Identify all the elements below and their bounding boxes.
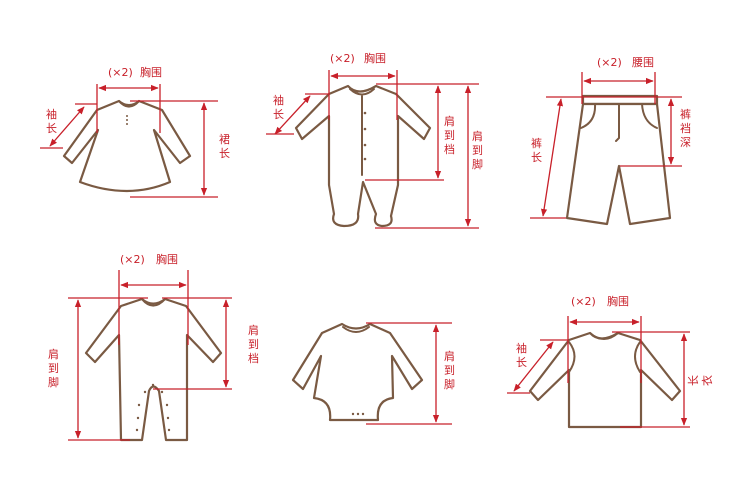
top-measurements bbox=[507, 316, 690, 428]
pants-length-label-1: 裤 bbox=[531, 136, 542, 150]
jumpsuit-chest-prefix: (×2) bbox=[120, 253, 145, 266]
top-figure bbox=[528, 331, 682, 429]
pants-rise-label-2: 裆 bbox=[680, 122, 691, 135]
jumpsuit-crotch-label-1: 肩 bbox=[248, 323, 259, 337]
top-chest-label: 胸围 bbox=[607, 294, 629, 308]
bodysuit-figure bbox=[291, 322, 424, 422]
pants-length-label-2: 长 bbox=[531, 151, 542, 164]
romper-crotch-label-3: 档 bbox=[444, 142, 455, 156]
pants-rise-label-1: 裤 bbox=[680, 107, 691, 121]
jumpsuit-foot-label-1: 肩 bbox=[48, 347, 59, 361]
romper-foot-label-3: 脚 bbox=[472, 157, 483, 171]
jumpsuit-crotch-label-2: 到 bbox=[248, 338, 259, 351]
dress-length-label-1: 裙 bbox=[219, 133, 230, 146]
romper-crotch-label-1: 肩 bbox=[444, 114, 455, 128]
top-length-label-2: 衣 bbox=[700, 375, 714, 386]
top-sleeve-label-1: 袖 bbox=[516, 341, 527, 355]
top-sleeve-label-2: 长 bbox=[516, 356, 527, 369]
romper-crotch-label-2: 到 bbox=[444, 129, 455, 142]
pants-figure bbox=[565, 94, 672, 226]
jumpsuit-crotch-label-3: 档 bbox=[248, 351, 259, 365]
jumpsuit-foot-label-2: 到 bbox=[48, 362, 59, 375]
dress-length-label-2: 长 bbox=[219, 147, 230, 160]
pants-waist-prefix: (×2) bbox=[597, 56, 622, 69]
romper-foot-label-1: 肩 bbox=[472, 129, 483, 143]
footed-romper-measurements bbox=[266, 70, 479, 229]
dress-chest-label: 胸围 bbox=[140, 65, 162, 79]
dress-figure bbox=[62, 99, 192, 193]
jumpsuit-foot-label-3: 脚 bbox=[48, 375, 59, 389]
romper-foot-label-2: 到 bbox=[472, 144, 483, 157]
dress-sleeve-label-1: 袖 bbox=[46, 107, 57, 121]
jumpsuit-measurements bbox=[68, 270, 232, 441]
pants-waist-label: 腰围 bbox=[632, 56, 654, 69]
romper-sleeve-label-2: 长 bbox=[273, 108, 284, 121]
dress-chest-prefix: (×2) bbox=[108, 66, 133, 79]
footed-romper-figure bbox=[294, 84, 432, 228]
bodysuit-foot-label-3: 脚 bbox=[444, 377, 455, 391]
romper-chest-prefix: (×2) bbox=[330, 52, 355, 65]
pants-measurements bbox=[530, 72, 682, 219]
top-length-label-1: 长 bbox=[687, 375, 700, 386]
top-chest-prefix: (×2) bbox=[571, 295, 596, 308]
bodysuit-foot-label-2: 到 bbox=[444, 364, 455, 377]
jumpsuit-chest-label: 胸围 bbox=[156, 252, 178, 266]
jumpsuit-figure bbox=[84, 297, 223, 442]
bodysuit-measurements bbox=[366, 322, 452, 425]
romper-sleeve-label-1: 袖 bbox=[273, 93, 284, 107]
bodysuit-foot-label-1: 肩 bbox=[444, 349, 455, 363]
dress-measurements bbox=[40, 84, 218, 198]
pants-rise-label-3: 深 bbox=[680, 136, 691, 149]
dress-sleeve-label-2: 长 bbox=[46, 122, 57, 135]
romper-chest-label: 胸围 bbox=[364, 51, 386, 65]
